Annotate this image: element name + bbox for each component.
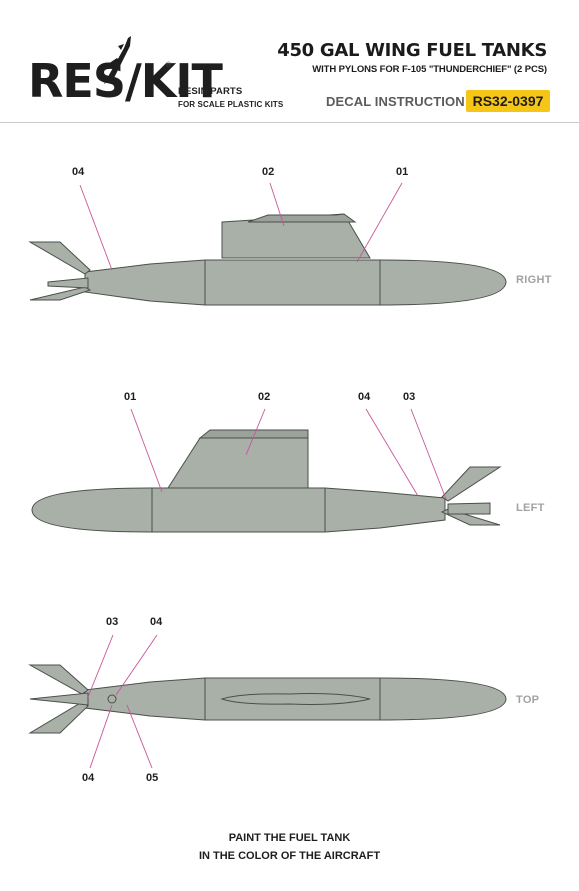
header-divider [0, 122, 579, 123]
callout-left-03: 03 [403, 391, 416, 403]
instruction-label: DECAL INSTRUCTION [326, 94, 465, 109]
paint-note-line-1: PAINT THE FUEL TANK [228, 832, 351, 844]
top-view-tank [28, 664, 507, 734]
callout-right-04: 04 [72, 166, 85, 178]
tagline-resin-parts: RESIN PARTS [178, 86, 243, 97]
trademark: ® [166, 62, 172, 69]
left-view-tank [31, 429, 502, 533]
paint-note-line-2: IN THE COLOR OF THE AIRCRAFT [198, 850, 381, 862]
view-label-left: LEFT [516, 502, 545, 514]
tagline-scale-kits: FOR SCALE PLASTIC KITS [178, 100, 284, 109]
callout-right-01: 01 [396, 166, 409, 178]
view-label-top: TOP [516, 694, 540, 706]
callout-top-04: 04 [150, 616, 163, 628]
callout-top-05: 05 [146, 772, 159, 784]
view-label-right: RIGHT [516, 274, 552, 286]
callout-right-02: 02 [262, 166, 275, 178]
callout-left-01: 01 [124, 391, 137, 403]
page-subtitle: WITH PYLONS FOR F-105 "THUNDERCHIEF" (2 … [312, 64, 547, 75]
product-code-badge: RS32-0397 [466, 90, 550, 112]
page-title: 450 GAL WING FUEL TANKS [277, 40, 547, 61]
callout-top-03: 03 [106, 616, 119, 628]
callout-top-04b: 04 [82, 772, 95, 784]
callout-left-02: 02 [258, 391, 271, 403]
right-view-tank [28, 213, 507, 306]
callout-left-04: 04 [358, 391, 371, 403]
